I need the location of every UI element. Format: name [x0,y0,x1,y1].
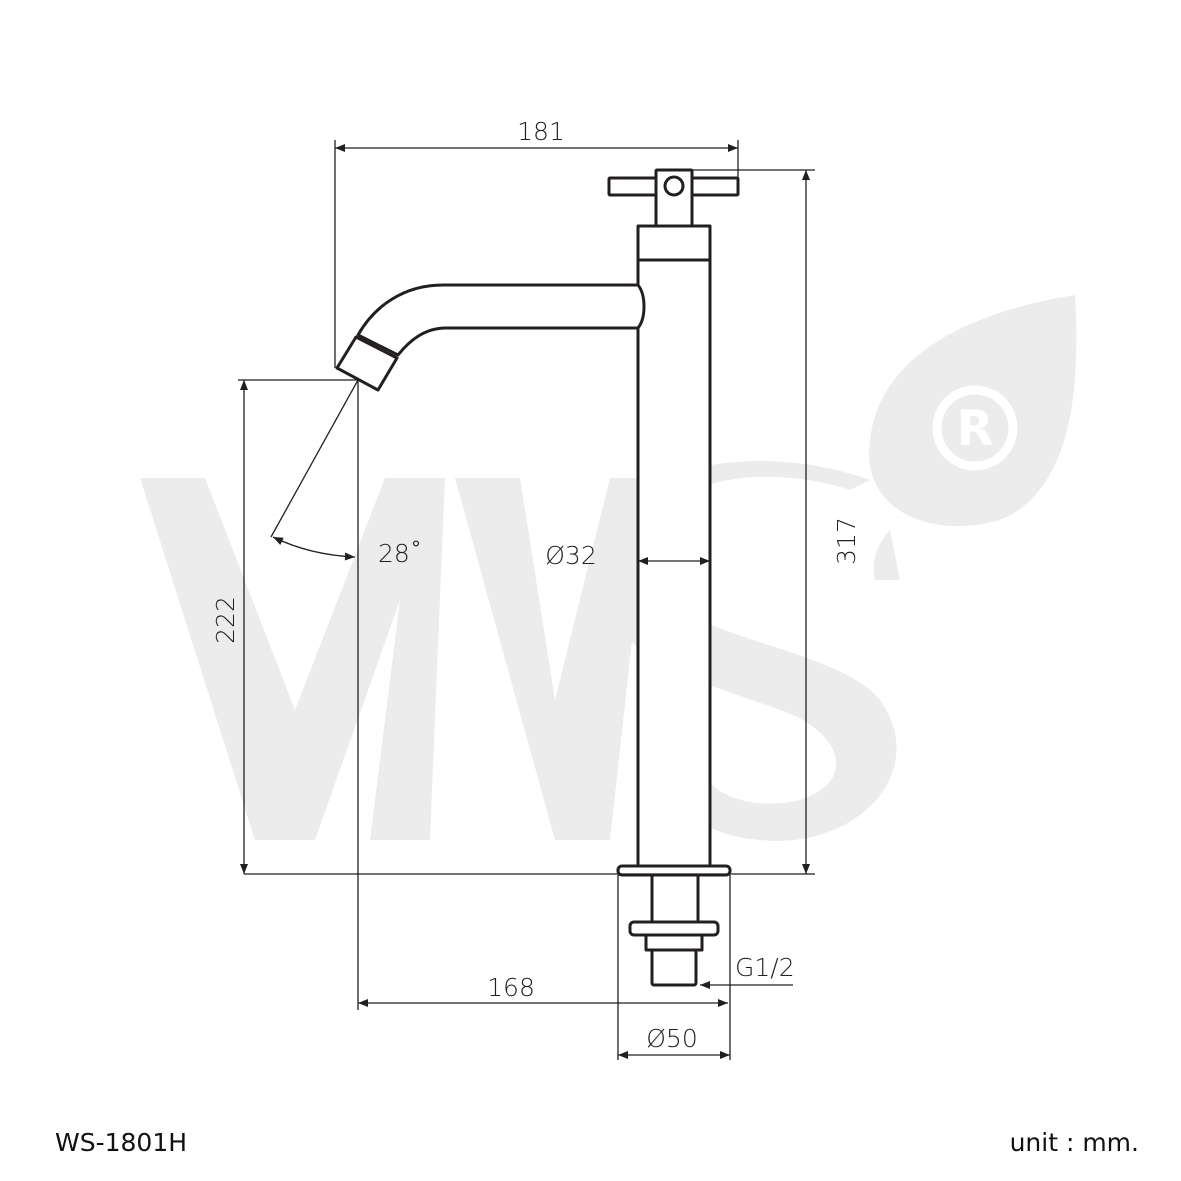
faucet [335,168,740,987]
washer [644,933,704,952]
angle-arc [272,536,356,561]
spout [356,283,646,357]
aerator [335,335,399,392]
watermark-leaf [869,295,1077,527]
watermark-s [600,460,897,841]
thread [650,948,698,987]
angle-line [270,379,359,538]
label-181: 181 [517,117,565,146]
svg-text:R: R [957,401,994,457]
dimension-lines [238,140,815,1060]
label-thread: G1/2 [735,953,795,982]
label-317: 317 [832,517,861,565]
shank [650,873,700,924]
lock-nut [628,920,720,937]
label-angle: 28˚ [378,539,422,568]
model-number: WS-1801H [55,1128,188,1157]
unit-label: unit : mm. [1009,1128,1139,1157]
watermark-w [140,478,445,840]
registered-mark [932,385,1018,471]
body-column [636,224,712,870]
label-168: 168 [487,973,535,1002]
watermark-leaf-tail [873,530,900,580]
label-222: 222 [211,596,240,644]
label-body-diameter: Ø32 [545,541,597,570]
handle-screw [663,175,685,197]
watermark-logo: R [140,295,1077,841]
label-base-diameter: Ø50 [646,1024,698,1053]
